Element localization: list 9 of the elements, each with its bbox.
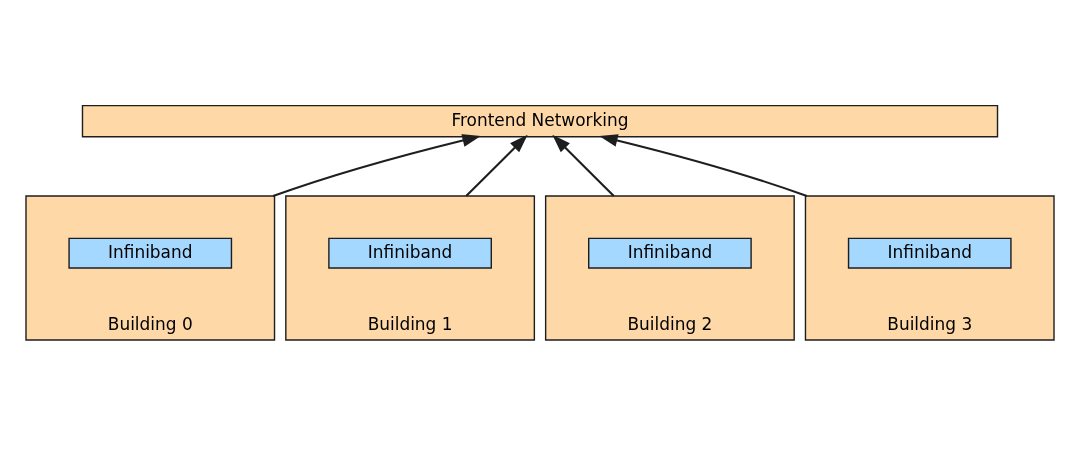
node-box: Infiniband: [328, 237, 492, 269]
arrow: [465, 134, 528, 197]
node-box: Infiniband: [847, 237, 1012, 269]
arrow: [272, 133, 481, 197]
arrow: [599, 133, 808, 197]
node-box: Frontend Networking: [81, 104, 999, 137]
arrow: [552, 134, 615, 197]
node-box: Infiniband: [68, 237, 233, 269]
node-box: Infiniband: [588, 237, 752, 269]
